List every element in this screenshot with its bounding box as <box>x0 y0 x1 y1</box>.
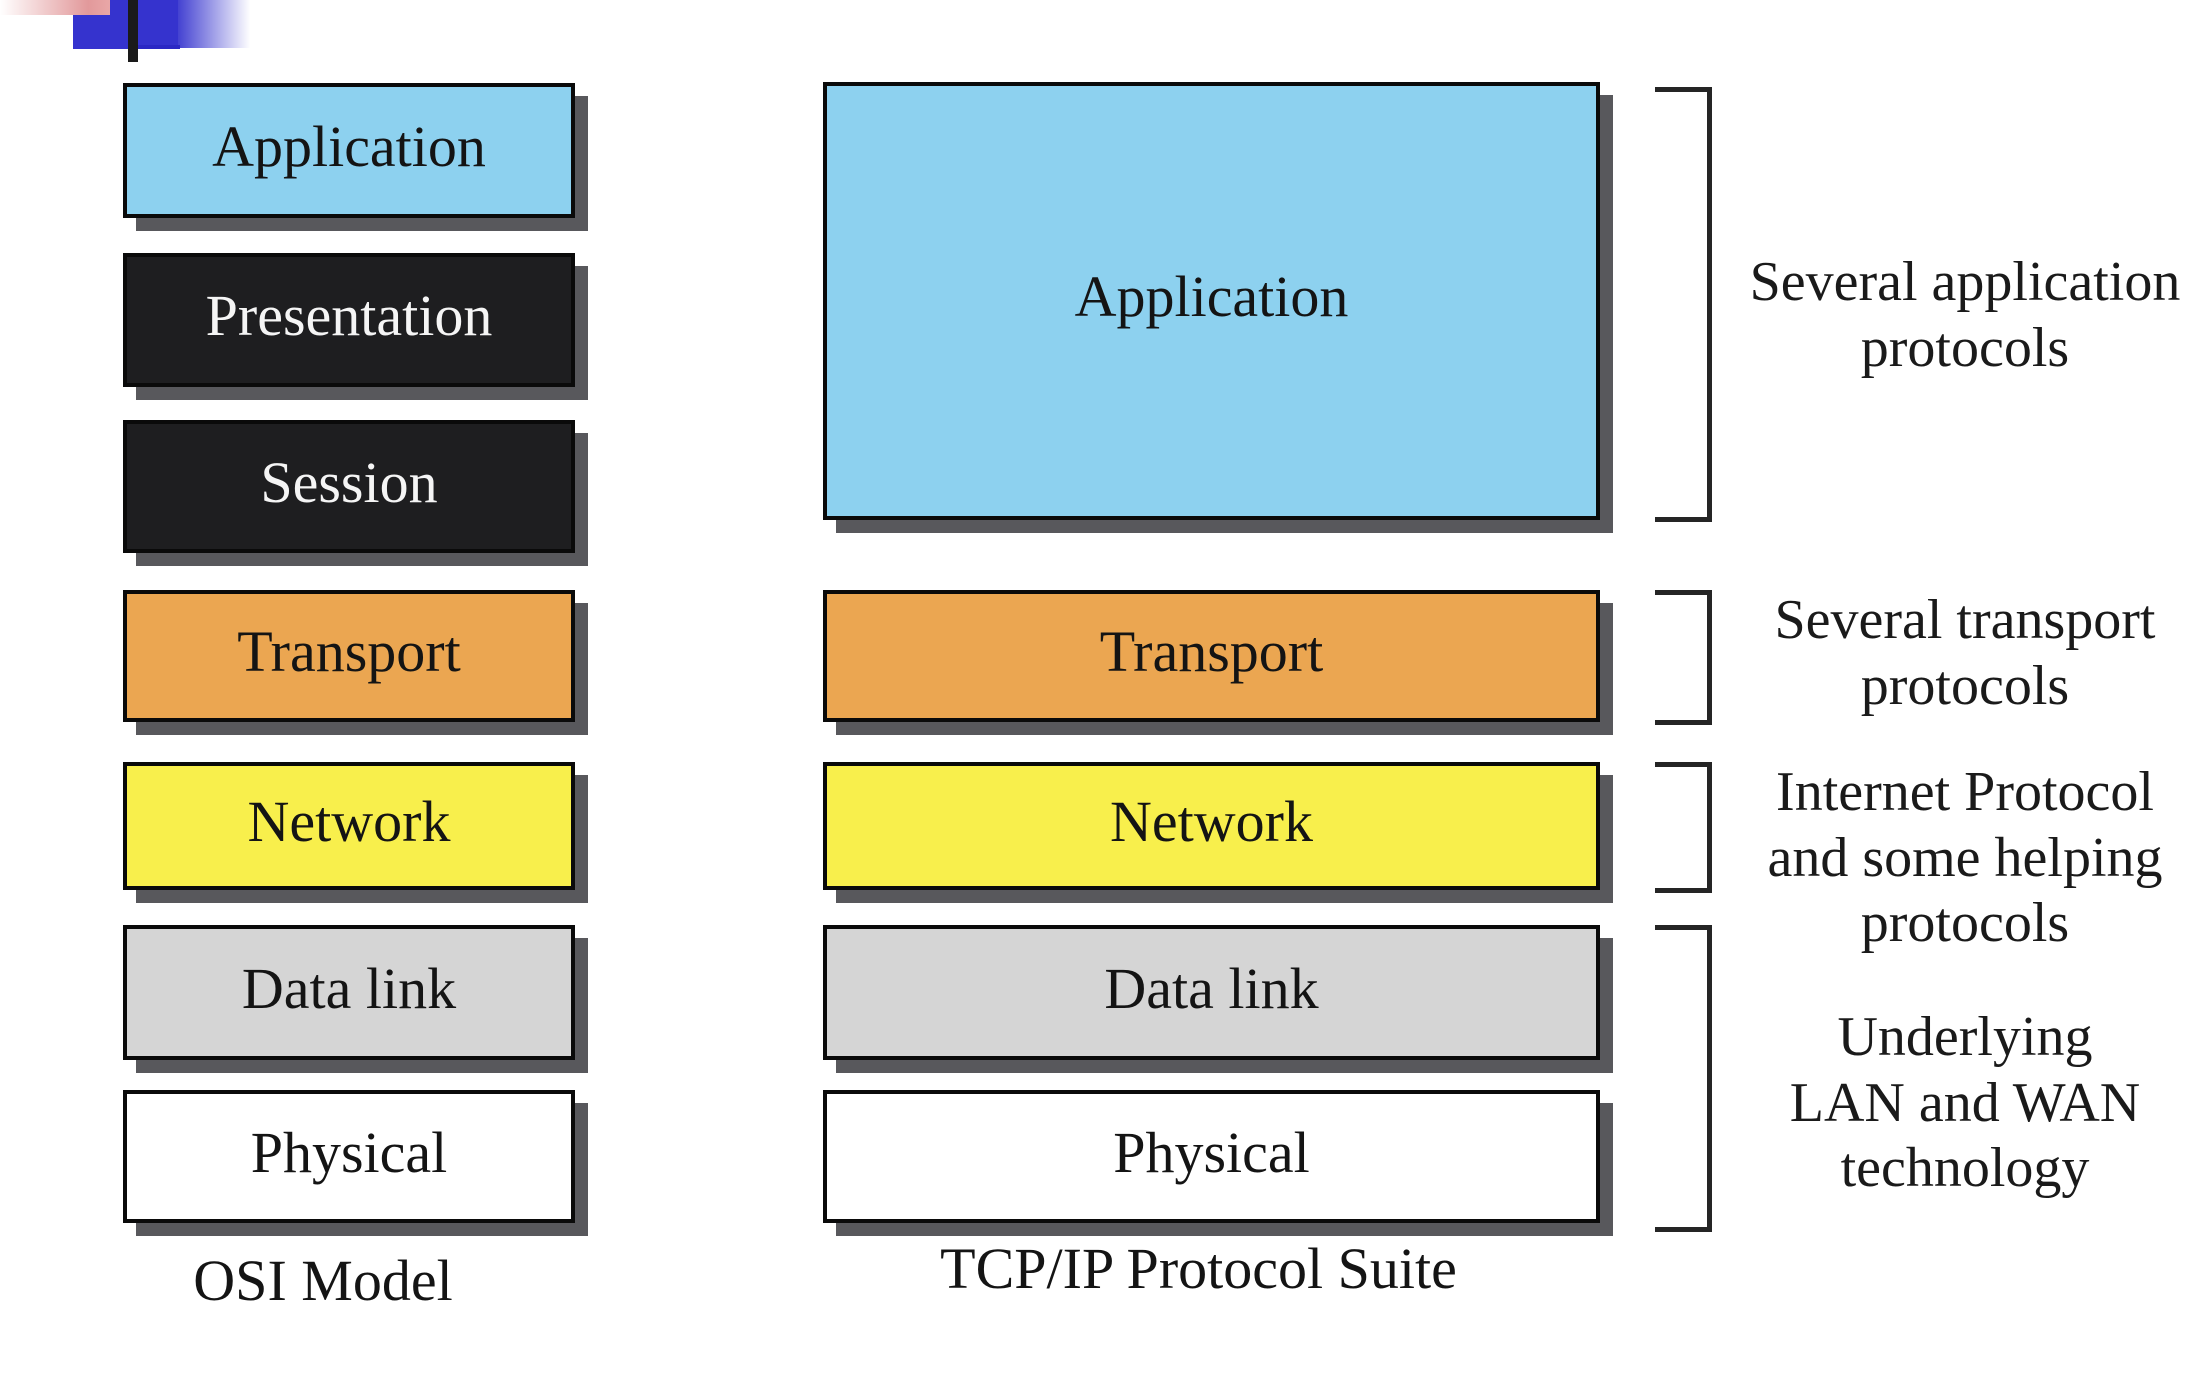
tcpip-layer-physical-label: Physical <box>1113 1119 1310 1185</box>
tcpip-layer-transport-label: Transport <box>1099 619 1324 684</box>
bracket-application-protocols <box>1655 87 1712 522</box>
osi-layer-presentation-label: Presentation <box>205 283 493 348</box>
osi-layer-network-label: Network <box>247 789 451 854</box>
annotation-application-protocols: Several application protocols <box>1749 251 2181 379</box>
osi-layer-application: Application <box>123 83 575 218</box>
tcpip-layer-application-label: Application <box>1074 264 1349 329</box>
decoration-black-bar <box>128 0 138 62</box>
bracket-internet-protocol <box>1655 762 1712 893</box>
annotation-transport-protocols: Several transport protocols <box>1774 589 2156 717</box>
bracket-underlying-technology <box>1655 925 1712 1232</box>
tcpip-layer-datalink-label: Data link <box>1104 955 1319 1021</box>
decoration-blue-underline <box>137 45 180 49</box>
osi-layer-network: Network <box>123 762 575 890</box>
osi-model-caption: OSI Model <box>193 1248 453 1313</box>
tcpip-layer-application: Application <box>823 82 1600 520</box>
osi-layer-session-label: Session <box>260 449 438 515</box>
osi-layer-presentation: Presentation <box>123 253 575 387</box>
annotation-underlying-technology: Underlying LAN and WAN technology <box>1789 1006 2141 1200</box>
tcpip-layer-transport: Transport <box>823 590 1600 722</box>
tcpip-layer-physical: Physical <box>823 1090 1600 1223</box>
osi-layer-datalink: Data link <box>123 925 575 1060</box>
osi-layer-transport-label: Transport <box>237 619 461 684</box>
bracket-transport-protocols <box>1655 590 1712 725</box>
tcpip-layer-network-label: Network <box>1110 789 1313 854</box>
osi-layer-session: Session <box>123 420 575 553</box>
annotation-internet-protocol: Internet Protocol and some helping proto… <box>1767 761 2163 955</box>
tcpip-caption: TCP/IP Protocol Suite <box>940 1236 1457 1301</box>
tcpip-layer-datalink: Data link <box>823 925 1600 1060</box>
osi-layer-application-label: Application <box>212 113 486 179</box>
osi-layer-datalink-label: Data link <box>241 955 457 1021</box>
osi-layer-physical-label: Physical <box>250 1119 448 1185</box>
decoration-pink-bar <box>0 0 110 15</box>
osi-layer-transport: Transport <box>123 590 575 722</box>
tcpip-layer-network: Network <box>823 762 1600 890</box>
osi-layer-physical: Physical <box>123 1090 575 1223</box>
